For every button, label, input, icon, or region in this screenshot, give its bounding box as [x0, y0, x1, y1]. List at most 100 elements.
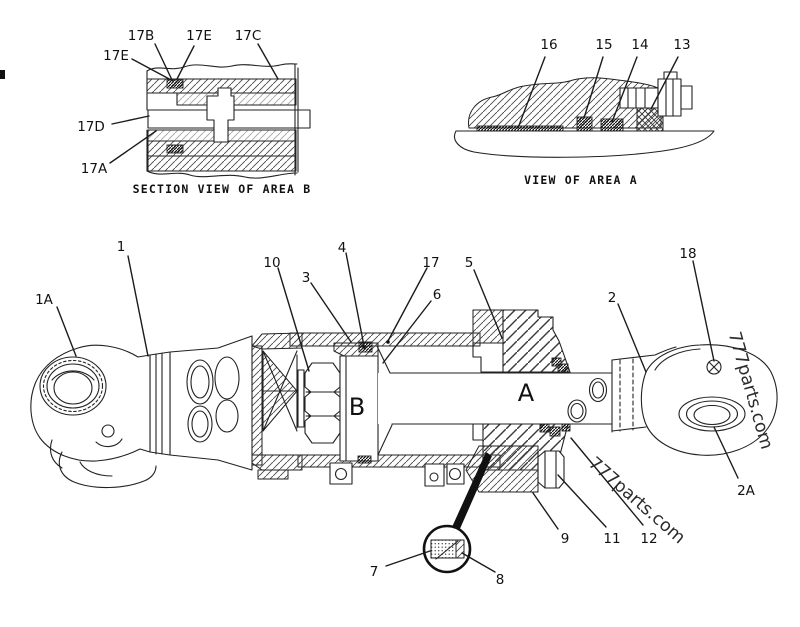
upper-liner-band — [176, 92, 297, 106]
plug-7 — [430, 539, 457, 559]
piston-bottom-seal — [357, 455, 372, 464]
port-hole-2-inner — [191, 410, 209, 438]
area-letter-b: B — [349, 393, 365, 421]
cap-foot — [257, 469, 289, 480]
barrel-top-wall — [289, 332, 481, 347]
center-fitting — [206, 87, 235, 143]
part-label-17b: 17B — [128, 28, 154, 44]
view-a-caption: VIEW OF AREA A — [524, 173, 638, 187]
retainer-bar-1 — [297, 369, 305, 428]
part-label-17c: 17C — [235, 28, 262, 44]
part-label-17d: 17D — [77, 119, 105, 135]
foot-hole-3 — [448, 467, 462, 481]
bore-mid-ring — [46, 363, 100, 409]
piston-rod — [378, 359, 613, 433]
foot-bracket-3 — [446, 463, 465, 485]
top-break-line — [146, 63, 298, 72]
bore-outer-ring — [39, 356, 107, 416]
seal-15 — [576, 116, 593, 132]
port-hole-1-inner — [190, 365, 210, 399]
bearing-outer-ring — [678, 396, 746, 432]
part-label-11: 11 — [603, 531, 620, 547]
bolt-tab — [663, 71, 678, 80]
collar-body — [149, 351, 171, 456]
detail-pointer-wedge — [452, 452, 492, 531]
cap-end-section — [249, 332, 303, 480]
rod-end-neck-lines — [611, 346, 677, 432]
lower-wall-hatch2 — [147, 155, 297, 172]
part-label-13: 13 — [673, 37, 690, 53]
gland-main-block — [502, 309, 571, 373]
gland-left-block — [472, 309, 504, 344]
seal-17a — [166, 144, 184, 154]
cap-rib-upper — [262, 350, 298, 392]
piston-funnel-lines — [376, 345, 393, 456]
part-label-7: 7 — [370, 564, 379, 580]
part-label-17e-left: 17E — [103, 48, 129, 64]
port-hole-4 — [215, 399, 239, 433]
rod-tip-hole-1-inner — [591, 381, 605, 399]
leader-dot-4 — [362, 345, 366, 349]
section-b-caption: SECTION VIEW OF AREA B — [133, 182, 312, 196]
detail-inner-line — [435, 540, 459, 560]
part-label-3: 3 — [302, 270, 311, 286]
foot-bracket-2 — [424, 463, 445, 487]
plug-seat-8 — [455, 539, 465, 559]
part-label-16: 16 — [540, 37, 557, 53]
gland-nose-seal-2 — [557, 363, 569, 373]
part-label-18: 18 — [679, 246, 696, 262]
part-label-15: 15 — [595, 37, 612, 53]
part-label-9: 9 — [561, 531, 570, 547]
bolt-head — [657, 78, 682, 117]
mount-bolt-lines — [537, 450, 557, 489]
eye-lower-flange — [58, 451, 157, 489]
part-label-1a: 1A — [35, 292, 54, 308]
watermark-diagonal: 777parts.com — [584, 453, 689, 548]
bore-inner-ring — [53, 371, 93, 405]
flange-hole — [101, 424, 115, 438]
part-label-6: 6 — [433, 287, 442, 303]
bore-top-arc — [51, 370, 95, 381]
part-label-17: 17 — [422, 255, 439, 271]
section-b-leader-lines — [109, 43, 279, 164]
gland-lower-seal-1 — [539, 423, 550, 433]
piston-nut — [304, 362, 341, 444]
collar — [149, 351, 171, 456]
gland-lower-seal-2 — [549, 426, 561, 437]
part-label-12: 12 — [640, 531, 657, 547]
foot-hole-1 — [334, 467, 348, 481]
rod-end-neck-dashes — [619, 358, 634, 432]
part-label-17e-top: 17E — [186, 28, 212, 44]
body-edges — [146, 63, 299, 176]
part-label-4: 4 — [338, 240, 347, 256]
gland-nose-seal-1 — [551, 357, 562, 367]
collar-lines — [155, 352, 163, 455]
rod-tip-hole-2-inner — [570, 402, 584, 420]
seal-17b-17e — [166, 79, 184, 89]
part-label-8: 8 — [496, 572, 505, 588]
part-label-14: 14 — [631, 37, 648, 53]
rod-end-head — [640, 344, 778, 456]
yoke-ports — [169, 335, 253, 471]
gland-step-line — [472, 342, 504, 373]
edge-artifact — [0, 70, 5, 79]
eye-head-outline — [30, 344, 151, 462]
section-view-area-b: 17E 17B 17E 17C 17D 17A SECTION VIEW OF … — [77, 28, 311, 196]
part-label-17a: 17A — [81, 161, 108, 177]
bearing-inner-ring — [693, 404, 731, 426]
seal-strip-16 — [476, 125, 564, 132]
port-hole-3 — [214, 356, 240, 400]
cap-bottom-flange — [251, 454, 303, 471]
rod-end-eye — [611, 344, 778, 456]
foot-hole-2 — [429, 472, 439, 482]
leader-dot-17 — [386, 340, 390, 344]
view-of-area-a: 16 15 14 13 VIEW OF AREA A — [454, 37, 715, 187]
detail-bubble — [422, 452, 492, 574]
bore-knurl-ring — [42, 359, 104, 413]
part-label-10: 10 — [263, 255, 280, 271]
piston-group — [297, 341, 393, 464]
nut-facet-lines — [305, 391, 340, 417]
view-a-leader-lines — [517, 56, 679, 129]
